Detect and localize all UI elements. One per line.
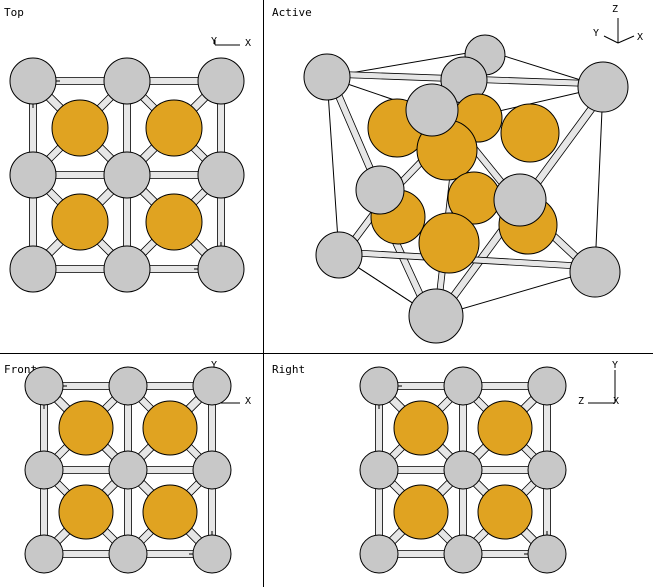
axis-label-x: X bbox=[637, 32, 643, 43]
viewport-top[interactable]: Top Y X Z bbox=[4, 6, 251, 293]
metal-atom bbox=[24, 366, 64, 406]
metal-atom bbox=[527, 366, 567, 406]
metal-atom bbox=[9, 151, 57, 199]
nonmetal-atom bbox=[58, 400, 114, 456]
metal-atom bbox=[569, 246, 621, 298]
lattice-front bbox=[24, 366, 232, 574]
metal-atom bbox=[192, 450, 232, 490]
metal-atom bbox=[24, 450, 64, 490]
viewport-active[interactable]: Active Z X Y bbox=[272, 4, 643, 344]
metal-atom bbox=[192, 534, 232, 574]
metal-atom bbox=[192, 366, 232, 406]
axis-label-x: X bbox=[613, 396, 619, 407]
metal-atom bbox=[405, 83, 459, 137]
metal-atom bbox=[315, 231, 363, 279]
viewport-right[interactable]: Right Y Z X bbox=[272, 360, 619, 574]
metal-atom bbox=[443, 450, 483, 490]
atoms bbox=[24, 366, 232, 574]
nonmetal-atom bbox=[51, 99, 109, 157]
atoms-active bbox=[303, 34, 629, 344]
metal-atom bbox=[9, 57, 57, 105]
metal-atom bbox=[108, 534, 148, 574]
metal-atom bbox=[108, 366, 148, 406]
atoms bbox=[9, 57, 245, 293]
metal-atom bbox=[197, 151, 245, 199]
metal-atom bbox=[197, 245, 245, 293]
axis-label-y: Y bbox=[211, 36, 217, 47]
metal-atom bbox=[103, 151, 151, 199]
atoms bbox=[359, 366, 567, 574]
viewport-title-active: Active bbox=[272, 6, 312, 19]
nonmetal-atom bbox=[500, 103, 560, 163]
axis-label-y: Y bbox=[593, 28, 599, 39]
nonmetal-atom bbox=[393, 400, 449, 456]
viewport-front[interactable]: Front Y X Z bbox=[4, 360, 251, 574]
metal-atom bbox=[108, 450, 148, 490]
nonmetal-atom bbox=[477, 484, 533, 540]
metal-atom bbox=[303, 53, 351, 101]
nonmetal-atom bbox=[142, 400, 198, 456]
metal-atom bbox=[359, 450, 399, 490]
metal-atom bbox=[355, 165, 405, 215]
axis-label-y: Y bbox=[612, 360, 618, 371]
nonmetal-atom bbox=[145, 193, 203, 251]
lattice-top bbox=[9, 57, 245, 293]
metal-atom bbox=[443, 366, 483, 406]
axis-label-x: X bbox=[245, 38, 251, 49]
viewport-title-top: Top bbox=[4, 6, 24, 19]
axis-label-z: Z bbox=[578, 396, 584, 407]
metal-atom bbox=[359, 366, 399, 406]
nonmetal-atom bbox=[142, 484, 198, 540]
nonmetal-atom bbox=[58, 484, 114, 540]
metal-atom bbox=[527, 450, 567, 490]
nonmetal-atom bbox=[51, 193, 109, 251]
metal-atom bbox=[408, 288, 464, 344]
axis-triad-right: Y Z X bbox=[578, 360, 619, 407]
metal-atom bbox=[577, 61, 629, 113]
metal-atom bbox=[9, 245, 57, 293]
metal-atom bbox=[24, 534, 64, 574]
nonmetal-atom bbox=[393, 484, 449, 540]
metal-atom bbox=[197, 57, 245, 105]
axis-label-x: X bbox=[245, 396, 251, 407]
nonmetal-atom bbox=[145, 99, 203, 157]
viewport-title-front: Front bbox=[4, 363, 37, 376]
metal-atom bbox=[359, 534, 399, 574]
nonmetal-atom bbox=[418, 212, 480, 274]
axis-label-z: Z bbox=[612, 4, 618, 15]
metal-atom bbox=[103, 57, 151, 105]
metal-atom bbox=[527, 534, 567, 574]
metal-atom bbox=[443, 534, 483, 574]
lattice-right bbox=[359, 366, 567, 574]
axis-label-y: Y bbox=[211, 360, 217, 371]
metal-atom bbox=[103, 245, 151, 293]
viewport-title-right: Right bbox=[272, 363, 305, 376]
axis-triad-active: Z X Y bbox=[593, 4, 643, 44]
nonmetal-atom bbox=[477, 400, 533, 456]
metal-atom bbox=[493, 173, 547, 227]
